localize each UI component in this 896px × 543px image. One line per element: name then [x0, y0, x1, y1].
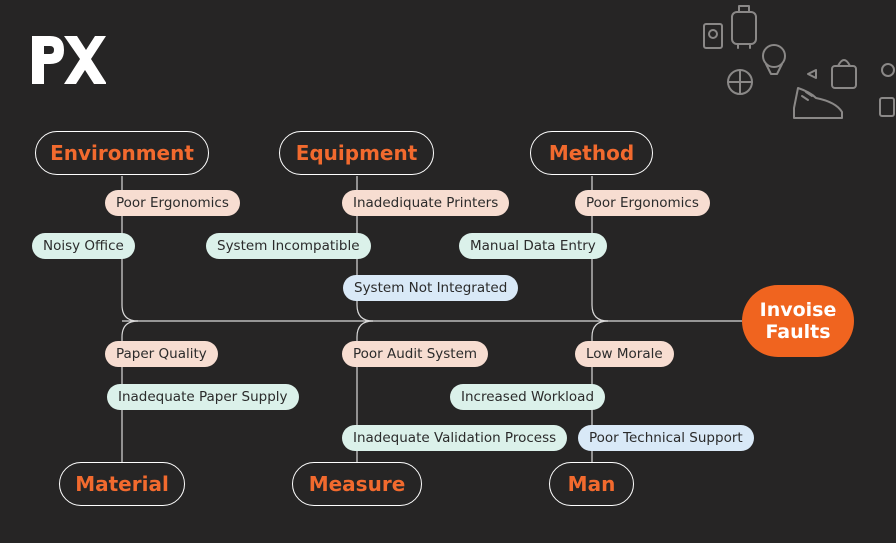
- bone-man: [591, 320, 609, 462]
- cause-chip: Paper Quality: [105, 341, 218, 367]
- bone-measure: [356, 320, 374, 462]
- travel-doodle-icons: [703, 5, 895, 119]
- cause-chip: Poor Audit System: [342, 341, 489, 367]
- cause-chip: Inadediquate Printers: [342, 190, 510, 216]
- cause-chip: Noisy Office: [32, 233, 135, 259]
- bone-material: [121, 320, 139, 462]
- cause-chip: Inadequate Validation Process: [342, 425, 568, 451]
- luggage-icon: [731, 5, 757, 49]
- problem-head-line2: Faults: [765, 321, 831, 343]
- category-method: Method: [530, 131, 653, 175]
- cause-chip: System Incompatible: [206, 233, 371, 259]
- cause-chip: System Not Integrated: [343, 275, 519, 301]
- problem-head-line1: Invoise: [759, 299, 837, 321]
- category-environment: Environment: [35, 131, 209, 175]
- problem-head: Invoise Faults: [742, 285, 854, 357]
- cause-chip: Low Morale: [575, 341, 674, 367]
- cause-chip: Inadequate Paper Supply: [107, 384, 299, 410]
- cause-chip: Increased Workload: [450, 384, 606, 410]
- px-logo: [32, 36, 106, 84]
- shopping-bag-icon: [831, 59, 857, 89]
- globe-icon: [727, 69, 753, 95]
- cause-chip: Poor Technical Support: [578, 425, 754, 451]
- cause-chip: Poor Ergonomics: [575, 190, 710, 216]
- category-equipment: Equipment: [279, 131, 434, 175]
- hot-air-balloon-icon: [762, 44, 786, 75]
- sneaker-icon: [793, 87, 843, 119]
- cause-chip: Manual Data Entry: [459, 233, 607, 259]
- category-material: Material: [59, 462, 185, 506]
- cause-chip: Poor Ergonomics: [105, 190, 240, 216]
- category-measure: Measure: [292, 462, 422, 506]
- passport-icon: [703, 23, 723, 49]
- category-man: Man: [549, 462, 634, 506]
